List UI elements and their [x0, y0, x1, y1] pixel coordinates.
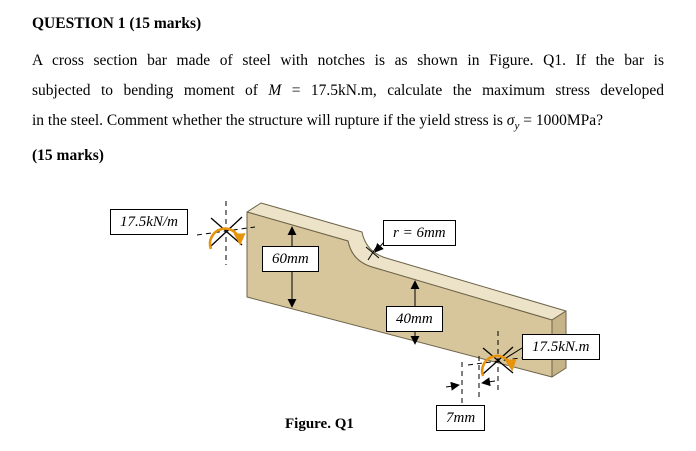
right-moment-arrow-icon [480, 354, 517, 377]
figure-drawing [196, 201, 567, 407]
left-moment-arrow-icon [208, 227, 246, 250]
line1-text: A cross section bar made of steel with n… [32, 52, 664, 69]
marks-line: (15 marks) [32, 147, 104, 165]
sigma-glyph: σ [506, 112, 515, 129]
label-box-bending-moment: 17.5kN.m [522, 334, 600, 360]
label-box-thickness: 7mm [436, 405, 486, 431]
distributed-moment-label: 17.5kN/m [120, 214, 178, 230]
figure-caption: Figure. Q1 [285, 416, 354, 432]
moment-variable: M [268, 82, 282, 99]
right-depth-label: 40mm [396, 311, 433, 327]
question-body: A cross section bar made of steel with n… [32, 46, 664, 171]
paragraph-line-1: A cross section bar made of steel with n… [32, 46, 664, 76]
paragraph-line-2: subjected to bending moment of M = 17.5k… [32, 76, 664, 106]
label-box-left-depth: 60mm [262, 246, 319, 272]
thickness-label: 7mm [446, 410, 476, 426]
thickness-arrow-left [445, 381, 460, 391]
right-cross-line-2 [482, 346, 514, 375]
thickness-arrow-right [481, 377, 496, 387]
line3-text-a: in the steel. Comment whether the struct… [32, 112, 507, 129]
left-moment-axis [196, 201, 256, 265]
bending-moment-label: 17.5kN.m [532, 339, 590, 355]
thickness-dimension [445, 356, 496, 407]
question-title: QUESTION 1 (15 marks) [32, 15, 202, 32]
right-moment-axis [467, 331, 529, 391]
label-box-distributed-moment: 17.5kN/m [110, 209, 188, 235]
left-cross-line-2 [210, 216, 243, 247]
line2-text-a: subjected to bending moment of [32, 82, 269, 99]
left-depth-label: 60mm [272, 251, 309, 267]
label-box-fillet-radius: r = 6mm [383, 220, 456, 246]
sigma-subscript: y [514, 120, 520, 133]
paragraph-line-3: in the steel. Comment whether the struct… [32, 106, 664, 141]
document-page: QUESTION 1 (15 marks) A cross section ba… [0, 15, 696, 432]
moment-label-leader [505, 347, 523, 359]
fillet-tick-2 [367, 245, 378, 261]
line2-text-b: = 17.5kN.m, calculate the maximum stress… [281, 82, 664, 99]
line3-text-b: = 1000MPa? [519, 112, 603, 129]
yield-stress-symbol: σy [506, 112, 520, 133]
label-box-right-depth: 40mm [386, 306, 443, 332]
fillet-radius-label: r = 6mm [393, 225, 446, 241]
